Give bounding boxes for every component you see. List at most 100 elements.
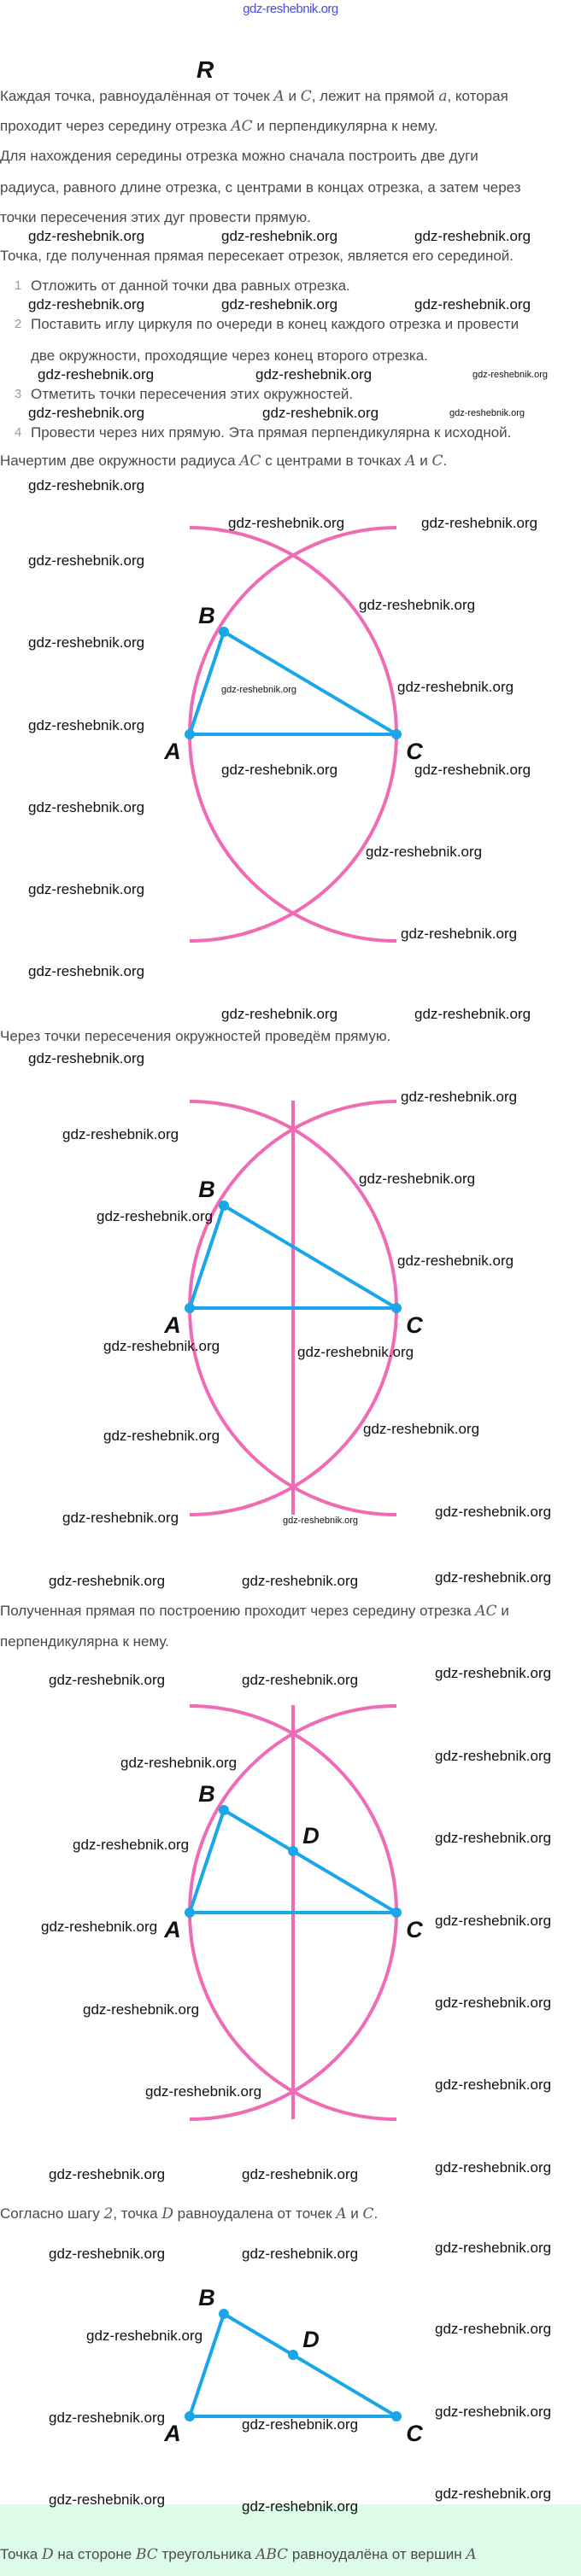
watermark: gdz-reshebnik.org: [262, 405, 379, 421]
label-c: C: [406, 739, 423, 764]
text: Согласно шагу: [0, 2205, 104, 2222]
text: , точка: [113, 2205, 162, 2222]
watermark: gdz-reshebnik.org: [435, 1830, 552, 1846]
watermark: gdz-reshebnik.org: [359, 597, 476, 613]
watermark: gdz-reshebnik.org: [435, 2485, 552, 2502]
site-watermark: gdz-reshebnik.org: [243, 2, 338, 16]
label-d: D: [302, 1823, 320, 1849]
point-c: [391, 1303, 402, 1313]
text: .: [373, 2205, 379, 2222]
intro-line: радиуса, равного длине отрезка, с центра…: [0, 179, 521, 196]
label-b: B: [198, 603, 215, 628]
label-c: C: [406, 2421, 423, 2446]
step-number: 3: [15, 387, 22, 401]
watermark: gdz-reshebnik.org: [28, 963, 145, 979]
text: .: [443, 453, 448, 469]
watermark: gdz-reshebnik.org: [242, 2498, 359, 2515]
watermark: gdz-reshebnik.org: [103, 1338, 220, 1354]
watermark: gdz-reshebnik.org: [221, 1006, 338, 1022]
text: и: [415, 453, 432, 469]
point-b: [219, 627, 229, 637]
step-number: 2: [15, 317, 22, 331]
text: Каждая точка, равноудалённая от точек: [0, 88, 274, 104]
text: и: [346, 2205, 363, 2222]
watermark: gdz-reshebnik.org: [62, 1126, 179, 1142]
watermark: gdz-reshebnik.org: [359, 1171, 476, 1187]
watermark: gdz-reshebnik.org: [28, 477, 145, 494]
watermark: gdz-reshebnik.org: [28, 296, 145, 313]
watermark: gdz-reshebnik.org: [435, 1995, 552, 2011]
watermark: gdz-reshebnik.org: [28, 717, 145, 733]
label-b: B: [198, 1781, 215, 1807]
watermark: gdz-reshebnik.org: [28, 881, 145, 897]
watermark: gdz-reshebnik.org: [401, 1089, 518, 1105]
watermark: gdz-reshebnik.org: [221, 228, 338, 244]
watermark: gdz-reshebnik.org: [366, 844, 483, 860]
solution-line: Согласно шагу 2, точка D равноудалена от…: [0, 2205, 378, 2223]
text: треугольника: [157, 2546, 256, 2562]
math: A: [466, 2546, 477, 2563]
watermark: gdz-reshebnik.org: [49, 2246, 166, 2262]
watermark: gdz-reshebnik.org: [242, 1672, 359, 1688]
watermark: gdz-reshebnik.org: [421, 515, 538, 531]
watermark: gdz-reshebnik.org: [28, 634, 145, 651]
intro-line: Точка, где полученная прямая пересекает …: [0, 248, 514, 264]
step-number: 1: [15, 278, 22, 293]
math: A: [336, 2205, 347, 2223]
label-b: B: [198, 2285, 215, 2310]
point-c: [391, 2411, 402, 2421]
step-number: 4: [15, 425, 22, 440]
point-d: [288, 1846, 298, 1856]
point-a: [185, 1907, 195, 1918]
math: C: [300, 88, 312, 105]
point-b: [219, 2309, 229, 2319]
watermark: gdz-reshebnik.org: [435, 1504, 552, 1520]
point-b: [219, 1805, 229, 1815]
math: AC: [239, 453, 261, 470]
watermark: gdz-reshebnik.org: [86, 2328, 203, 2344]
watermark: gdz-reshebnik.org: [242, 2416, 359, 2433]
watermark: gdz-reshebnik.org: [221, 762, 338, 778]
point-a: [185, 2411, 195, 2421]
text: и: [496, 1603, 509, 1619]
watermark: gdz-reshebnik.org: [435, 2077, 552, 2093]
text: на стороне: [53, 2546, 136, 2562]
watermark: gdz-reshebnik.org: [83, 2001, 200, 2018]
watermark: gdz-reshebnik.org: [435, 1665, 552, 1681]
answer-band: [0, 2504, 581, 2576]
watermark: gdz-reshebnik.org: [435, 2321, 552, 2337]
math: ABC: [255, 2546, 289, 2563]
watermark: gdz-reshebnik.org: [414, 1006, 531, 1022]
watermark: gdz-reshebnik.org: [38, 366, 155, 383]
label-c: C: [406, 1917, 423, 1942]
cut-point-label: R: [197, 56, 214, 83]
step-text: Отметить точки пересечения этих окружнос…: [31, 386, 354, 402]
text: Начертим две окружности радиуса: [0, 453, 240, 469]
watermark: gdz-reshebnik.org: [435, 1569, 552, 1586]
watermark: gdz-reshebnik.org: [49, 1672, 166, 1688]
watermark: gdz-reshebnik.org: [103, 1428, 220, 1444]
math: AC: [475, 1603, 497, 1620]
step-text: Отложить от данной точки два равных отре…: [31, 277, 350, 294]
watermark: gdz-reshebnik.org: [41, 1919, 158, 1935]
text: , которая: [447, 88, 508, 104]
math: A: [273, 88, 285, 105]
math: a: [438, 88, 448, 105]
text: проходит через середину отрезка: [0, 118, 232, 134]
math: BC: [135, 2546, 158, 2563]
math: C: [431, 453, 443, 470]
math: C: [362, 2205, 374, 2223]
watermark: gdz-reshebnik.org: [120, 1755, 238, 1771]
watermark: gdz-reshebnik.org: [28, 228, 145, 244]
text: Точка: [0, 2546, 42, 2562]
triangle: [188, 1808, 398, 1914]
math: 2: [103, 2205, 114, 2223]
watermark: gdz-reshebnik.org: [414, 762, 531, 778]
text: с центрами в точках: [261, 453, 406, 469]
watermark: gdz-reshebnik.org: [435, 1748, 552, 1764]
watermark: gdz-reshebnik.org: [242, 1573, 359, 1589]
watermark: gdz-reshebnik.org: [283, 1516, 359, 1526]
point-c: [391, 729, 402, 739]
intro-line: Каждая точка, равноудалённая от точек A …: [0, 88, 508, 105]
triangle: [188, 630, 398, 736]
